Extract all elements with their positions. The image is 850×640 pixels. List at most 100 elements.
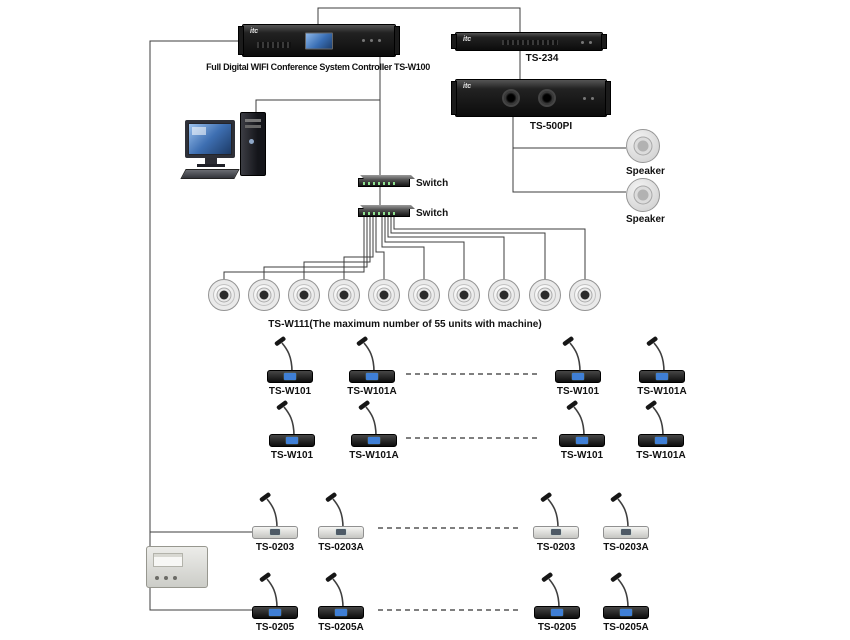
- mic-base: [534, 606, 580, 619]
- speaker-bottom-label: Speaker: [626, 214, 665, 225]
- mic-unit: TS-W101: [552, 400, 612, 461]
- mic-unit: TS-0205: [527, 572, 587, 633]
- mic-label: TS-W101: [268, 386, 312, 397]
- ts234-knob: [581, 41, 584, 44]
- mic-base: [349, 370, 395, 383]
- controller-device: itc: [238, 24, 400, 57]
- mic-screen: [576, 437, 588, 444]
- monitor-screen: [189, 124, 231, 154]
- mic-base: [533, 526, 579, 539]
- mic-base: [555, 370, 601, 383]
- mic-unit: TS-0203A: [311, 492, 371, 553]
- mic-label: TS-W101A: [637, 386, 687, 397]
- mic-label: TS-0203: [536, 542, 576, 553]
- ts234-device: itc: [451, 32, 607, 51]
- mic-gooseneck: [646, 336, 665, 372]
- controller-screen: [305, 32, 333, 49]
- mic-label: TS-W101A: [349, 450, 399, 461]
- mic-screen: [366, 373, 378, 380]
- mic-gooseneck: [541, 572, 560, 608]
- wifi-unit: [408, 279, 440, 311]
- mic-screen: [336, 529, 346, 535]
- monitor-base: [197, 164, 225, 167]
- power-supply-box: [146, 546, 208, 588]
- mic-base: [318, 606, 364, 619]
- mic-base: [638, 434, 684, 447]
- itc-logo: itc: [250, 28, 259, 35]
- ts234-knob: [589, 41, 592, 44]
- computer-tower: [240, 112, 266, 176]
- mic-gooseneck: [274, 336, 293, 372]
- mic-base: [603, 526, 649, 539]
- mic-screen: [621, 529, 631, 535]
- mic-gooseneck: [562, 336, 581, 372]
- amp-vent-right: [538, 89, 556, 107]
- mic-screen: [270, 529, 280, 535]
- mic-unit: TS-W101A: [632, 336, 692, 397]
- keyboard: [180, 169, 240, 179]
- wifi-unit: [448, 279, 480, 311]
- switch-bottom: [358, 208, 410, 217]
- computer: [180, 112, 273, 182]
- mic-base: [559, 434, 605, 447]
- wifi-unit: [248, 279, 280, 311]
- mic-label: TS-0203: [255, 542, 295, 553]
- mic-unit: TS-0203A: [596, 492, 656, 553]
- mic-label: TS-W101A: [636, 450, 686, 461]
- ts500pi-device: itc: [451, 79, 611, 117]
- wifi-unit: [529, 279, 561, 311]
- mic-screen: [572, 373, 584, 380]
- switch-top: [358, 178, 410, 187]
- mic-label: TS-W101: [560, 450, 604, 461]
- mic-label: TS-W101: [556, 386, 600, 397]
- mic-screen: [368, 437, 380, 444]
- mic-unit: TS-W101: [260, 336, 320, 397]
- mic-label: TS-0205: [255, 622, 295, 633]
- wiring: [149, 7, 626, 611]
- speaker-top-label: Speaker: [626, 166, 665, 177]
- mic-unit: TS-W101A: [344, 400, 404, 461]
- mic-unit: TS-0203: [526, 492, 586, 553]
- wifi-unit: [368, 279, 400, 311]
- mic-base: [252, 606, 298, 619]
- mic-unit: TS-W101: [548, 336, 608, 397]
- wifi-unit: [328, 279, 360, 311]
- mic-gooseneck: [325, 572, 344, 608]
- mic-gooseneck: [358, 400, 377, 436]
- mic-gooseneck: [610, 572, 629, 608]
- mic-base: [318, 526, 364, 539]
- mic-screen: [655, 437, 667, 444]
- mic-unit: TS-0205A: [311, 572, 371, 633]
- ts500pi-label: TS-500PI: [529, 121, 573, 132]
- mic-screen: [286, 437, 298, 444]
- mic-unit: TS-W101A: [342, 336, 402, 397]
- itc-logo: itc: [463, 36, 472, 43]
- mic-label: TS-W101: [270, 450, 314, 461]
- mic-screen: [269, 609, 281, 616]
- ts234-label: TS-234: [525, 53, 559, 64]
- controller-knob: [362, 39, 365, 42]
- mic-label: TS-W101A: [347, 386, 397, 397]
- mic-screen: [551, 609, 563, 616]
- mic-gooseneck: [540, 492, 559, 528]
- switch-bottom-label: Switch: [416, 208, 449, 219]
- ts234-ports: [502, 40, 558, 45]
- monitor: [185, 120, 235, 158]
- mic-unit: TS-0203: [245, 492, 305, 553]
- mic-label: TS-0203A: [603, 542, 649, 553]
- wifi-units-caption: TS-W111(The maximum number of 55 units w…: [268, 319, 542, 330]
- itc-logo: itc: [463, 83, 472, 90]
- speaker-top: [626, 129, 660, 163]
- mic-screen: [284, 373, 296, 380]
- amp-knob: [591, 97, 594, 100]
- mic-unit: TS-W101A: [631, 400, 691, 461]
- mic-unit: TS-W101: [262, 400, 322, 461]
- mic-gooseneck: [276, 400, 295, 436]
- mic-label: TS-0205A: [318, 622, 364, 633]
- mic-unit: TS-0205A: [596, 572, 656, 633]
- wifi-unit: [569, 279, 601, 311]
- mic-label: TS-0205: [537, 622, 577, 633]
- mic-gooseneck: [259, 492, 278, 528]
- mic-gooseneck: [259, 572, 278, 608]
